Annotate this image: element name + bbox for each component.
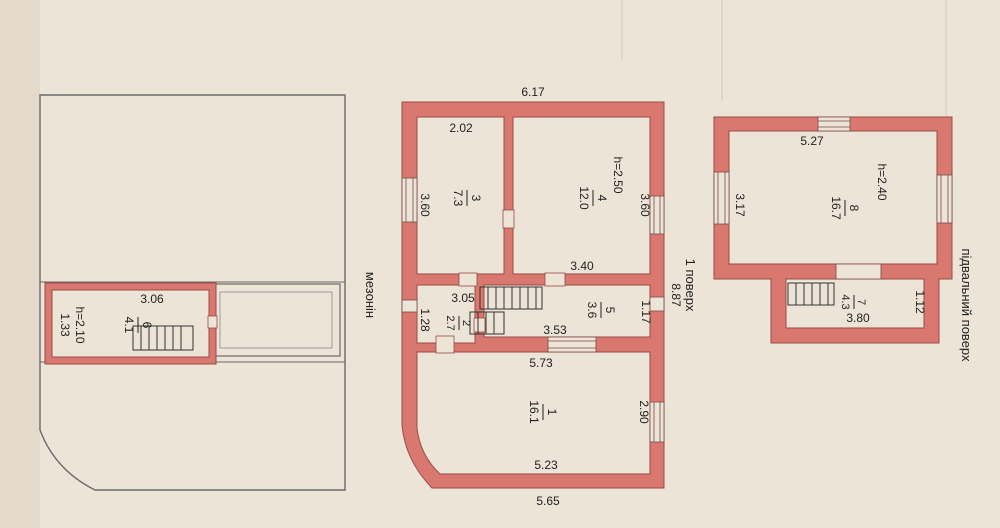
attic-room-6-length: 3.06 — [140, 292, 164, 306]
paper-shadow — [0, 0, 40, 528]
room-5-length: 3.53 — [543, 323, 567, 337]
room-2-area: 2.7 — [444, 315, 456, 330]
room-7-length: 3.80 — [846, 311, 870, 325]
basement-section-title: підвальний поверх — [959, 248, 974, 362]
room-3-number: 3 — [469, 195, 483, 202]
room-1-length-top: 5.73 — [529, 356, 553, 370]
floor1-windows — [401, 177, 665, 443]
window-room-4 — [649, 195, 665, 235]
attic-room-6-number: 6 — [140, 322, 154, 329]
window-hall-bottom — [547, 336, 597, 353]
attic-void-inner — [219, 291, 333, 349]
attic-door — [207, 315, 218, 329]
room-8-area: 16.7 — [829, 196, 843, 220]
door-between-3-4 — [502, 209, 515, 229]
floor1-overall-length: 6.17 — [521, 85, 545, 99]
room-7-width: 1.12 — [913, 290, 927, 314]
room-5-width: 1.17 — [639, 300, 653, 324]
basement-staircase — [787, 282, 835, 306]
room-5-area: 3.6 — [585, 302, 599, 319]
window-room-1 — [649, 401, 665, 443]
floor1-plan: 6.17 5.65 8.87 1 поверх 2.02 3 7.3 3.60 … — [401, 85, 698, 508]
attic-section-title: мезонін — [363, 272, 378, 318]
room-4-width: 3.60 — [638, 193, 652, 217]
floor1-bottom-length: 5.65 — [536, 494, 560, 508]
floor1-staircase — [469, 286, 543, 335]
room-7-area: 4.3 — [839, 294, 851, 309]
floor1-overall-width: 8.87 — [669, 283, 683, 307]
basement-window-right — [936, 174, 953, 224]
floor1-section-title: 1 поверх — [683, 259, 698, 312]
door-room-4 — [544, 272, 566, 287]
room-1-number: 1 — [545, 409, 559, 416]
room-8-width: 3.17 — [733, 193, 747, 217]
attic-staircase — [132, 325, 194, 351]
room-7-number: 7 — [855, 299, 867, 305]
basement-window-left — [713, 171, 730, 225]
room-2-length: 3.05 — [451, 291, 475, 305]
basement-windows — [713, 116, 953, 280]
door-room-1 — [435, 335, 455, 354]
attic-room-6-area: 4.1 — [122, 317, 136, 334]
floor1-walls — [401, 101, 665, 489]
room-1-length-bottom: 5.23 — [534, 458, 558, 472]
attic-plan: 3.06 6 4.1 h=2.10 1.33 мезонін — [39, 94, 378, 491]
attic-roof-outline — [39, 94, 346, 491]
basement-plan: 5.27 h=2.40 8 16.7 3.17 7 4.3 1.12 3.80 … — [713, 116, 974, 362]
room-2-width: 1.28 — [418, 308, 432, 332]
window-room-3 — [401, 177, 418, 223]
attic-room-6-width: 1.33 — [58, 313, 72, 337]
room-8-number: 8 — [847, 205, 861, 212]
door-room-2 — [473, 317, 486, 333]
room-1-width: 2.90 — [637, 400, 651, 424]
room-8-height: h=2.40 — [875, 163, 889, 200]
room-3-width: 3.60 — [418, 193, 432, 217]
attic-room-6-walls — [44, 282, 217, 365]
room-3-length: 2.02 — [449, 121, 473, 135]
basement-opening — [835, 263, 882, 280]
room-1-area: 16.1 — [527, 400, 541, 424]
floor1-doors — [435, 209, 566, 354]
room-4-number: 4 — [595, 195, 609, 202]
room-3-area: 7.3 — [451, 190, 465, 207]
window-room-2 — [401, 299, 418, 313]
basement-window-top — [817, 116, 851, 132]
window-room-5 — [649, 296, 665, 312]
room-8-length: 5.27 — [800, 134, 824, 148]
room-4-length: 3.40 — [570, 259, 594, 273]
door-room-3 — [458, 272, 478, 287]
attic-room-6-height: h=2.10 — [73, 306, 87, 343]
room-4-height: h=2.50 — [611, 156, 625, 193]
room-4-area: 12.0 — [577, 186, 591, 210]
room-5-number: 5 — [603, 307, 617, 314]
room-2-number: 2 — [460, 320, 472, 326]
